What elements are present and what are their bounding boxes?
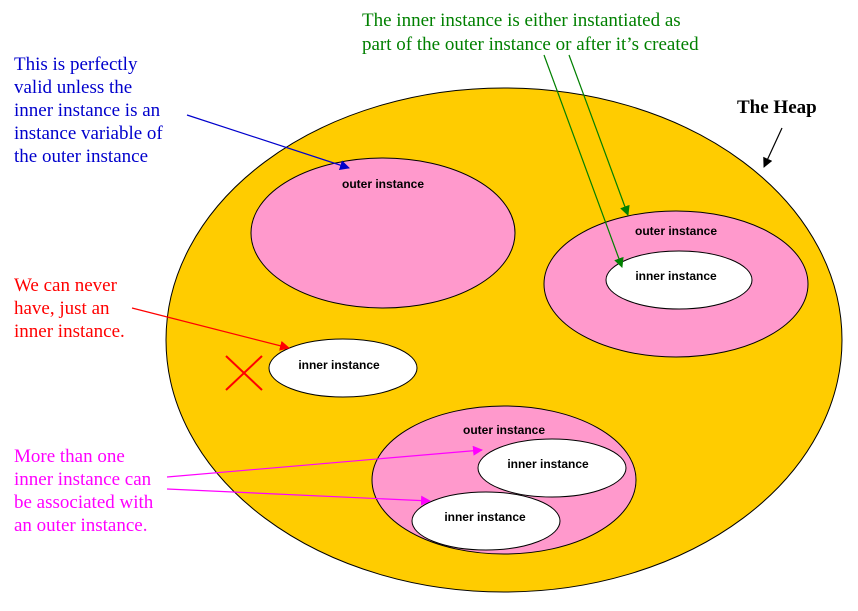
note-instantiation-arrow xyxy=(543,54,624,268)
heap-title: The Heap xyxy=(737,97,817,118)
inner-instance-label: inner instance xyxy=(507,457,589,471)
note-valid: This is perfectly valid unless the inner… xyxy=(14,54,163,167)
outer-instance-label: outer instance xyxy=(342,177,424,191)
note-line: valid unless the xyxy=(14,77,132,98)
inner-instance-ellipse xyxy=(477,438,627,498)
outer-instance-standalone: outer instance xyxy=(250,157,516,309)
note-line: be associated with xyxy=(14,492,154,513)
note-line: We can never xyxy=(14,275,118,296)
x-mark-icon xyxy=(225,355,263,391)
note-never: We can never have, just an inner instanc… xyxy=(14,275,125,342)
note-line: This is perfectly xyxy=(14,54,138,75)
inner-instance-ellipse xyxy=(605,250,753,310)
note-more-arrow xyxy=(166,445,483,478)
outer-instance-with-two-inners: outer instance inner instance inner inst… xyxy=(371,405,637,555)
note-instantiation: The inner instance is either instantiate… xyxy=(362,10,699,55)
outer-instance-with-inner: outer instance inner instance xyxy=(543,210,809,358)
note-never-arrow xyxy=(131,307,290,351)
note-more-arrow xyxy=(166,488,431,506)
inner-instance-label: inner instance xyxy=(298,358,380,372)
note-line: instance variable of xyxy=(14,123,163,144)
heap-title-arrow xyxy=(763,127,783,168)
note-line: an outer instance. xyxy=(14,515,147,536)
note-more: More than one inner instance can be asso… xyxy=(14,446,154,536)
inner-instance-label: inner instance xyxy=(635,269,717,283)
inner-instance-ellipse xyxy=(411,491,561,551)
note-line: have, just an xyxy=(14,298,110,319)
note-line: The inner instance is either instantiate… xyxy=(362,10,681,31)
note-line: inner instance. xyxy=(14,321,125,342)
note-line: inner instance can xyxy=(14,469,152,490)
note-valid-arrow xyxy=(186,114,350,170)
note-line: the outer instance xyxy=(14,146,148,167)
note-instantiation-arrow xyxy=(568,54,630,216)
outer-instance-label: outer instance xyxy=(463,423,545,437)
inner-instance-label: inner instance xyxy=(444,510,526,524)
note-line: inner instance is an xyxy=(14,100,161,121)
note-line: More than one xyxy=(14,446,125,467)
inner-instance-alone: inner instance xyxy=(268,338,418,398)
outer-instance-label: outer instance xyxy=(635,224,717,238)
note-line: part of the outer instance or after it’s… xyxy=(362,34,699,55)
